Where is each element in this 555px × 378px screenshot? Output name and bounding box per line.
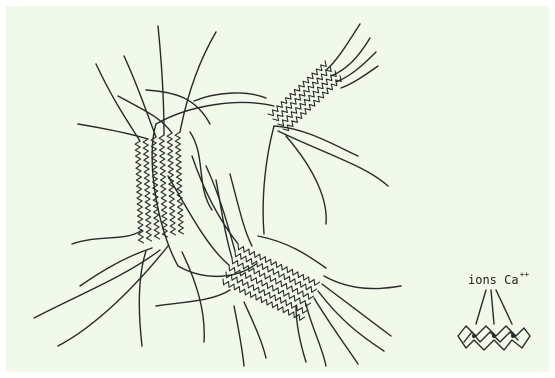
egg-box-zones	[135, 61, 343, 322]
calcium-ion-dot	[511, 334, 515, 338]
polymer-chain	[34, 250, 160, 318]
polymer-chain	[331, 38, 370, 76]
polymer-chain	[58, 246, 168, 346]
polymer-chains	[34, 24, 401, 366]
legend-pointer-line	[491, 290, 494, 324]
polymer-chain	[278, 131, 388, 186]
calcium-ions-label: ions Ca++	[468, 270, 529, 287]
polymer-chain	[192, 156, 238, 244]
junction-right-edge	[263, 126, 274, 234]
polymer-chain	[80, 248, 152, 286]
polymer-chain	[180, 32, 216, 132]
polymer-chain	[96, 64, 140, 141]
polymer-chain	[78, 124, 148, 139]
polymer-chain	[314, 298, 358, 364]
polymer-chain	[324, 276, 401, 289]
diagram-figure: ions Ca++	[6, 6, 549, 372]
legend-pointer-line	[496, 290, 512, 324]
polymer-chain	[216, 180, 232, 258]
calcium-ions-label-text: ions Ca	[468, 273, 519, 287]
calcium-ions-label-charge: ++	[520, 270, 530, 279]
polymer-chain	[158, 26, 164, 135]
polymer-chain	[322, 284, 391, 336]
calcium-ion-legend	[458, 290, 530, 350]
polymer-chain	[296, 306, 306, 362]
egg-box-zone-bottom	[221, 244, 320, 322]
egg-box-gel-diagram	[6, 6, 549, 372]
polymer-chain	[156, 290, 230, 306]
polymer-chain	[230, 174, 252, 246]
polymer-chain	[139, 251, 146, 346]
junction-top-edge	[156, 103, 274, 124]
polymer-chain	[244, 302, 266, 358]
polymer-chain	[326, 24, 360, 70]
polymer-chain	[72, 230, 142, 244]
polymer-chain	[194, 93, 266, 101]
egg-box-zone-left	[135, 132, 184, 243]
legend-pointer-line	[476, 290, 486, 324]
polymer-chain	[182, 252, 204, 342]
calcium-ion-dot	[472, 334, 476, 338]
egg-box-zone-top-right	[268, 61, 343, 133]
polymer-chain	[234, 306, 244, 366]
calcium-ion-dot	[492, 334, 496, 338]
polymer-chain	[124, 56, 156, 137]
polymer-chain	[258, 236, 326, 268]
